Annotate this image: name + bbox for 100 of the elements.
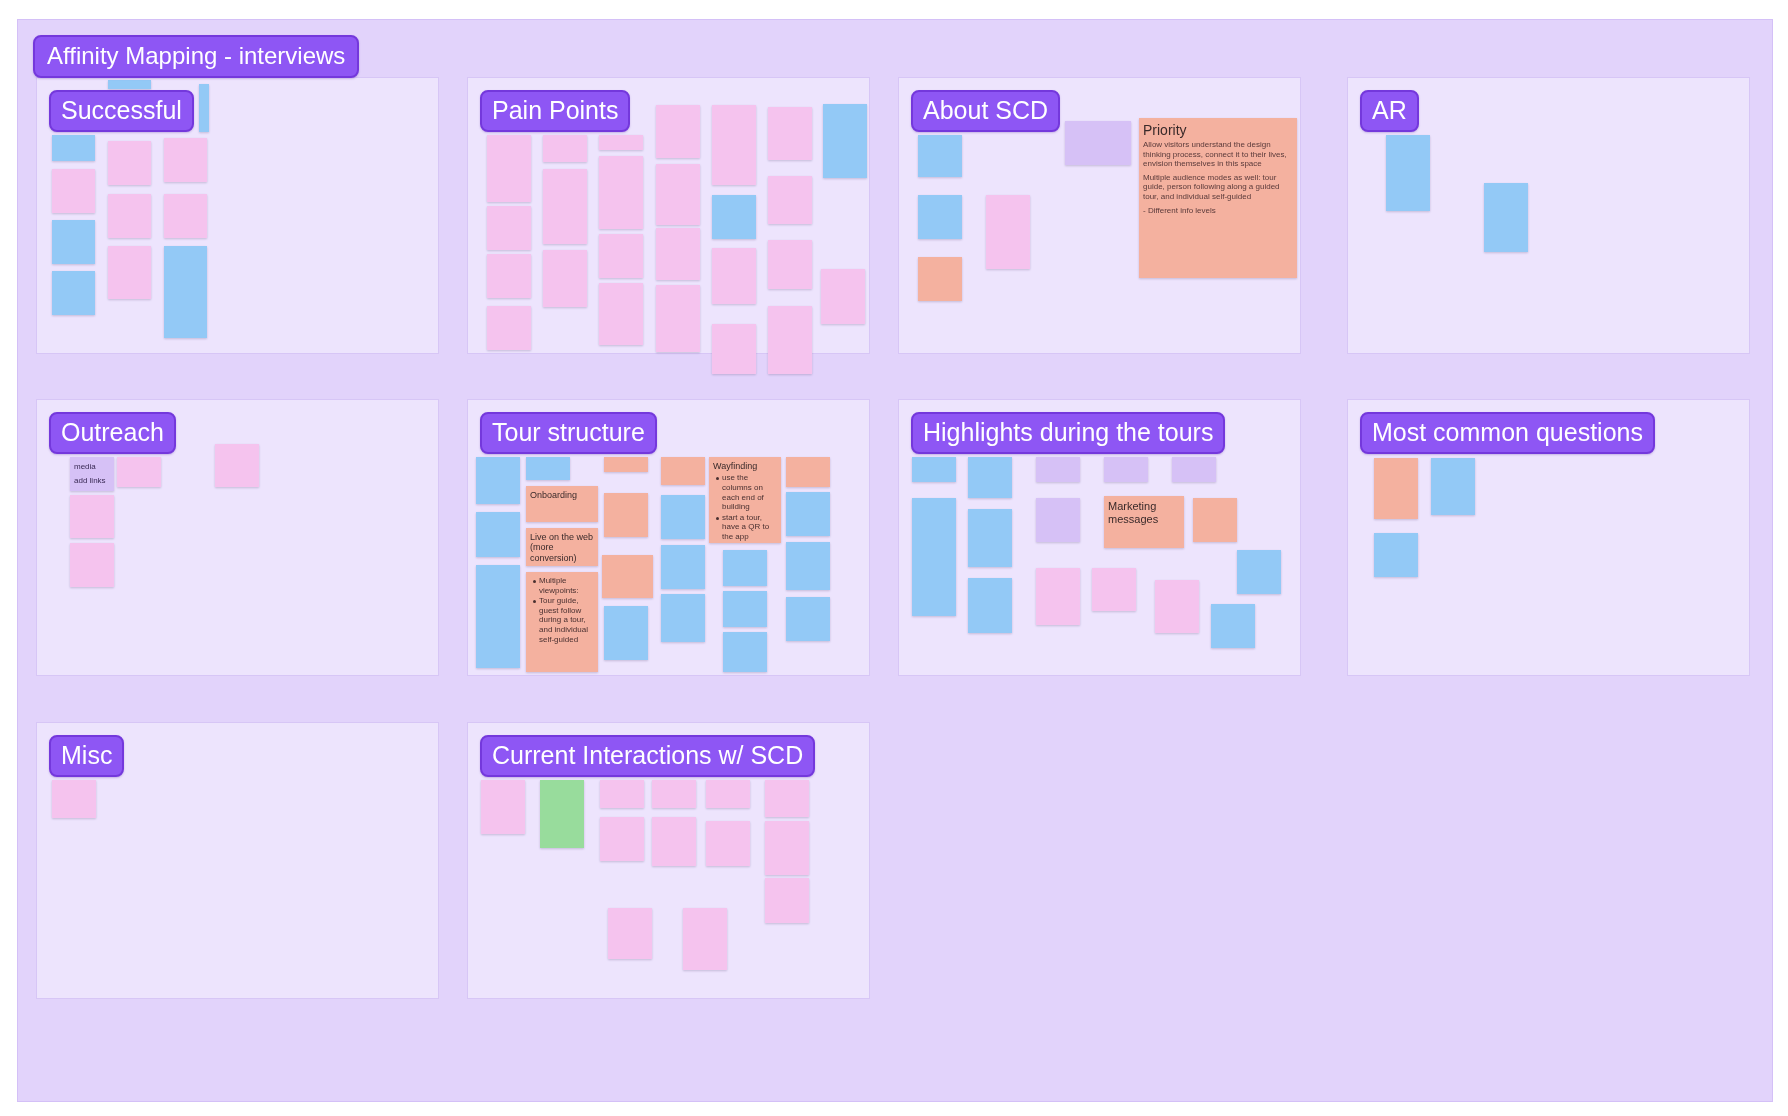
sticky-note bbox=[1484, 183, 1528, 252]
sticky-note bbox=[1237, 550, 1281, 594]
sticky-note bbox=[543, 250, 587, 307]
note-heading: Marketing messages bbox=[1108, 500, 1160, 526]
cluster-title: Pain Points bbox=[480, 90, 631, 132]
sticky-note bbox=[768, 107, 812, 160]
sticky-note bbox=[164, 194, 207, 238]
note-text: Multiple audience modes as well: tour guide, person following along a guided tour, and individual self-guided bbox=[1143, 172, 1281, 202]
sticky-note bbox=[656, 228, 700, 280]
sticky-note bbox=[1431, 458, 1475, 515]
sticky-note bbox=[70, 457, 114, 491]
sticky-note bbox=[1386, 135, 1430, 211]
sticky-note bbox=[706, 821, 750, 866]
sticky-note bbox=[912, 457, 956, 482]
sticky-note bbox=[599, 283, 643, 345]
sticky-note bbox=[712, 105, 756, 185]
cluster-title: Outreach bbox=[49, 412, 176, 454]
sticky-note bbox=[912, 498, 956, 616]
sticky-note bbox=[476, 565, 520, 668]
note-text: media bbox=[74, 462, 97, 472]
sticky-note bbox=[661, 594, 705, 642]
cluster-title: Misc bbox=[49, 735, 125, 777]
sticky-note bbox=[117, 457, 161, 487]
cluster-panel bbox=[898, 77, 1301, 354]
sticky-note bbox=[604, 457, 648, 472]
cluster-title: Current Interactions w/ SCD bbox=[480, 735, 816, 777]
sticky-note bbox=[599, 234, 643, 278]
cluster-panel bbox=[1347, 77, 1750, 354]
sticky-note bbox=[765, 878, 809, 923]
sticky-note bbox=[786, 492, 830, 536]
sticky-note bbox=[1193, 498, 1237, 542]
sticky-note bbox=[600, 817, 644, 861]
sticky-note bbox=[1211, 604, 1255, 648]
sticky-note bbox=[481, 780, 525, 834]
sticky-note bbox=[487, 206, 531, 250]
note-text: Allow visitors understand the design thinking process, connect it to their lives, envision themselves in this space bbox=[1143, 140, 1288, 169]
sticky-note bbox=[70, 495, 114, 538]
sticky-note bbox=[108, 141, 151, 185]
sticky-note bbox=[652, 817, 696, 866]
sticky-note bbox=[476, 512, 520, 557]
sticky-note bbox=[768, 306, 812, 374]
sticky-note bbox=[52, 271, 95, 315]
sticky-note bbox=[487, 306, 531, 350]
sticky-note bbox=[543, 135, 587, 162]
cluster-panel bbox=[36, 77, 439, 354]
sticky-note bbox=[108, 80, 151, 89]
note-text: Live on the web (more conversion) bbox=[530, 532, 594, 564]
sticky-note bbox=[1155, 580, 1199, 633]
sticky-note bbox=[723, 550, 767, 586]
sticky-note bbox=[656, 105, 700, 158]
sticky-note bbox=[1036, 457, 1080, 482]
cluster-title: Tour structure bbox=[480, 412, 657, 454]
sticky-note bbox=[1092, 568, 1136, 611]
sticky-note bbox=[526, 457, 570, 480]
sticky-note bbox=[108, 246, 151, 299]
sticky-note bbox=[1104, 496, 1184, 548]
sticky-note bbox=[1172, 457, 1216, 482]
sticky-note bbox=[1374, 533, 1418, 577]
note-text: start a tour, have a QR to the app bbox=[722, 512, 771, 542]
sticky-note bbox=[526, 486, 598, 522]
sticky-note bbox=[602, 555, 653, 598]
sticky-note bbox=[821, 269, 865, 324]
sticky-note bbox=[543, 169, 587, 244]
cluster-panel bbox=[1347, 399, 1750, 676]
sticky-note bbox=[768, 240, 812, 289]
cluster-title: Most common questions bbox=[1360, 412, 1655, 454]
note-heading: Priority bbox=[1143, 122, 1188, 139]
sticky-note bbox=[661, 545, 705, 589]
sticky-note bbox=[70, 543, 114, 587]
sticky-note bbox=[540, 780, 584, 848]
sticky-note bbox=[1036, 568, 1080, 625]
sticky-note bbox=[487, 254, 531, 298]
sticky-note bbox=[487, 135, 531, 202]
sticky-note bbox=[656, 285, 700, 352]
sticky-note bbox=[712, 248, 756, 304]
sticky-note bbox=[1139, 118, 1297, 278]
sticky-note bbox=[786, 542, 830, 590]
sticky-note bbox=[765, 780, 809, 817]
sticky-note bbox=[656, 164, 700, 225]
note-text: add links bbox=[74, 475, 107, 486]
sticky-note bbox=[215, 444, 259, 487]
sticky-note bbox=[765, 821, 809, 875]
note-heading: Wayfinding bbox=[713, 461, 759, 472]
sticky-note bbox=[661, 457, 705, 485]
sticky-note bbox=[723, 591, 767, 627]
sticky-note bbox=[604, 606, 648, 660]
sticky-note bbox=[52, 169, 95, 213]
sticky-note bbox=[164, 246, 207, 338]
sticky-note bbox=[599, 135, 643, 150]
sticky-note bbox=[712, 324, 756, 374]
sticky-note bbox=[768, 176, 812, 224]
sticky-note bbox=[1065, 121, 1131, 165]
note-text: Multiple viewpoints: bbox=[539, 576, 580, 596]
note-text: Tour guide, guest follow during a tour, and individual self-guided bbox=[539, 596, 589, 645]
sticky-note bbox=[164, 138, 207, 182]
sticky-note bbox=[786, 457, 830, 487]
sticky-note bbox=[476, 457, 520, 504]
sticky-note bbox=[712, 195, 756, 239]
sticky-note bbox=[968, 457, 1012, 498]
note-text: Onboarding bbox=[530, 490, 579, 501]
